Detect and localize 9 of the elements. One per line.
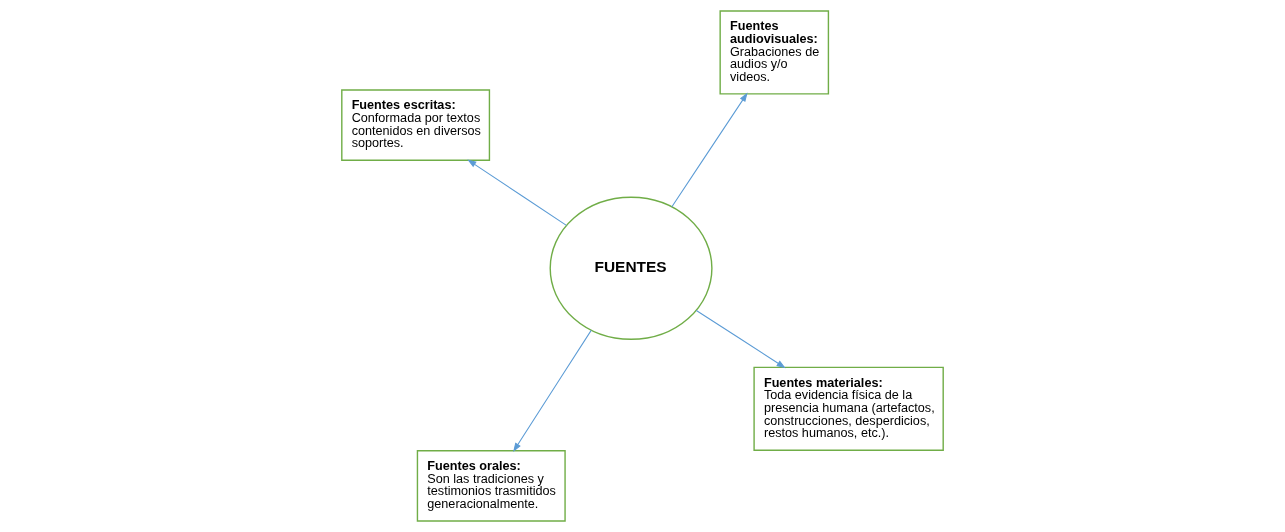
node-ellipse: FUENTES — [549, 196, 713, 340]
node-box: Fuentes escritas: Conformada por textos contenidos en diversos soportes. — [341, 89, 491, 161]
node-box: Fuentes audiovisuales: Grabaciones de audios y/o videos. — [719, 10, 830, 95]
arrow — [695, 309, 786, 369]
node-box: Fuentes materiales: Toda evidencia física de la presencia humana (artefactos, construcciones, desperdicios, restos humanos, etc.). — [753, 366, 944, 451]
arrow — [671, 92, 748, 208]
node-box: Fuentes orales: Son las tradiciones y testimonios trasmitidos generacionalmente. — [416, 450, 566, 522]
arrow — [513, 329, 592, 452]
arrow — [467, 159, 567, 226]
